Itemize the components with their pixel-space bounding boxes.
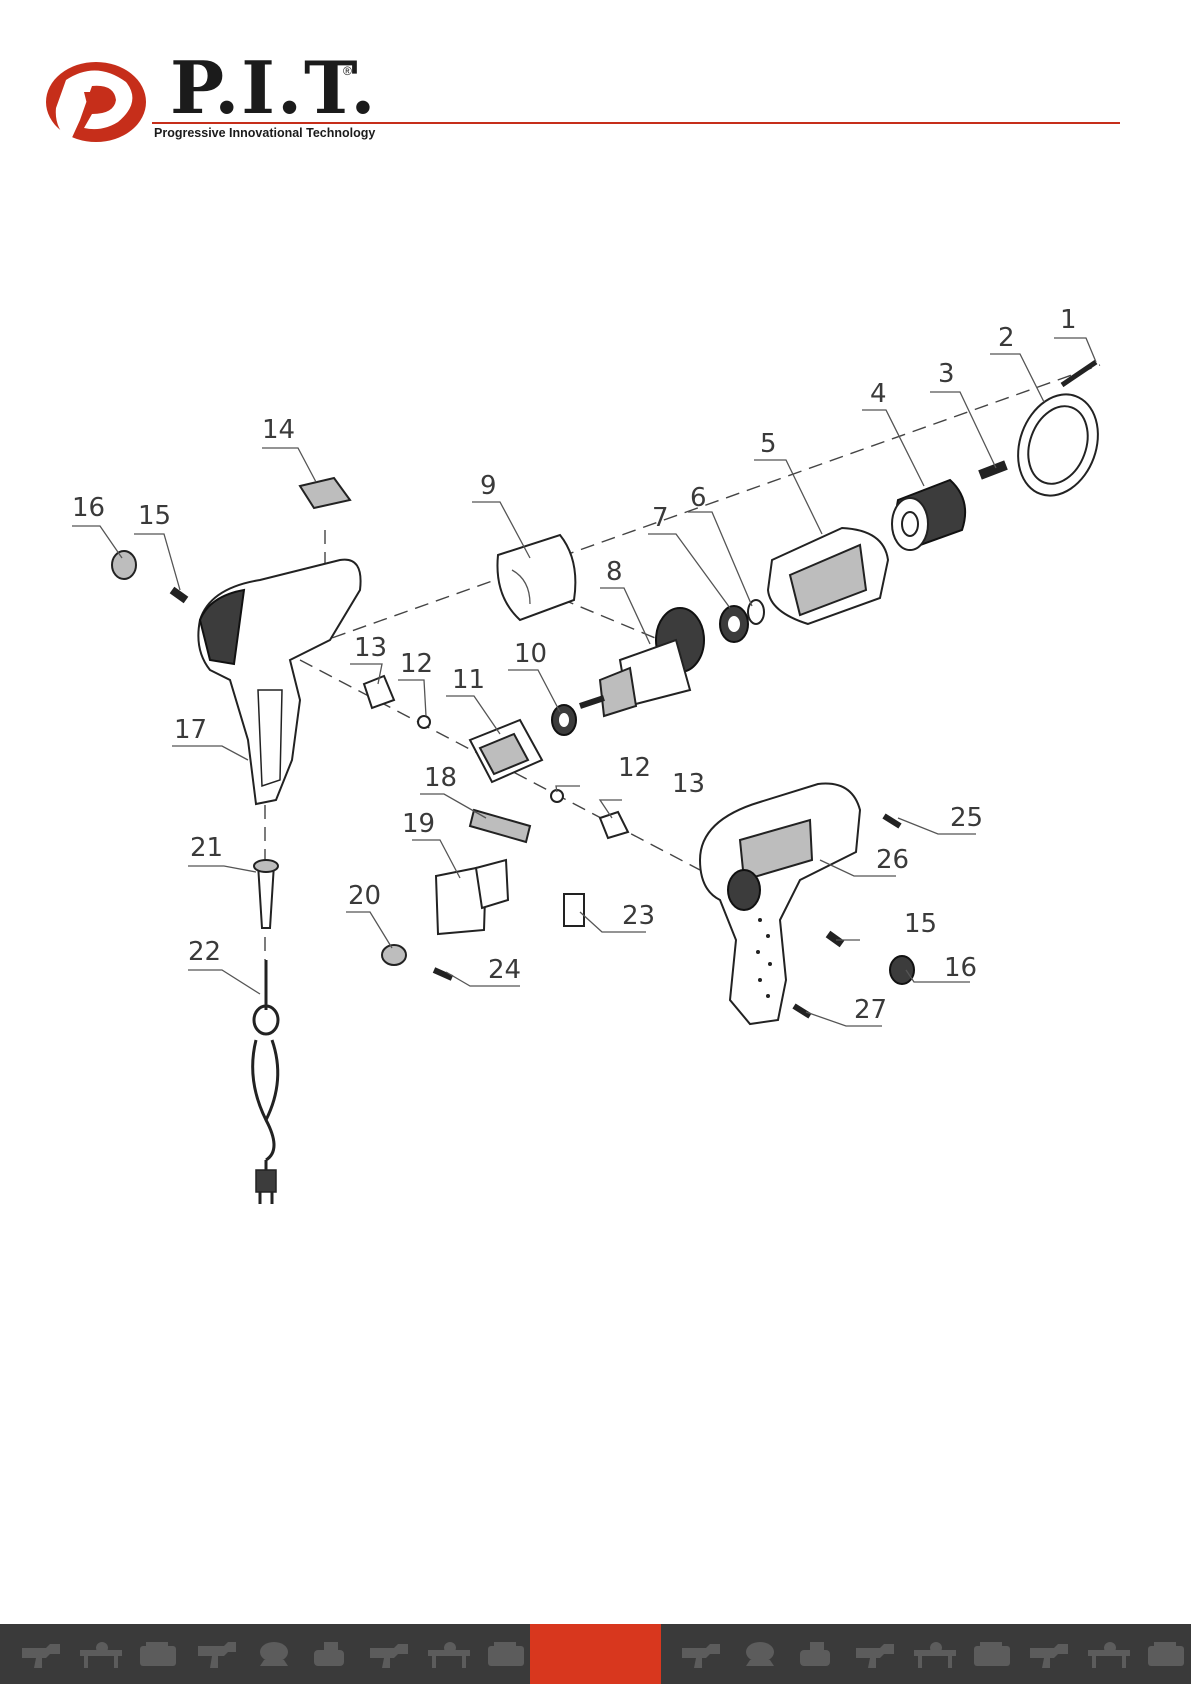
- part-2-front-ring: [1017, 393, 1099, 497]
- callout-10: 10: [514, 639, 547, 669]
- part-16-cap-left: [111, 550, 137, 580]
- callout-11: 11: [452, 665, 485, 695]
- pit-logo-icon: [46, 62, 146, 142]
- table-saw-icon: [912, 1638, 960, 1670]
- callout-8: 8: [606, 557, 623, 587]
- part-17-left-housing: [197, 558, 362, 806]
- part-25-screw: [882, 813, 902, 829]
- callout-15a: 15: [138, 501, 171, 531]
- drill-icon: [20, 1638, 68, 1670]
- part-24-screw: [432, 967, 454, 981]
- part-27-screw: [792, 1003, 812, 1019]
- part-7-bearing: [719, 605, 749, 643]
- brand-name: P.I.T.: [170, 45, 378, 130]
- part-13-carbon-brush-upper: [362, 674, 396, 710]
- part-1-screw: [1060, 359, 1098, 388]
- hammer-drill-icon: [194, 1638, 242, 1670]
- table-saw-icon: [78, 1638, 126, 1670]
- generator-icon: [970, 1638, 1018, 1670]
- callout-6: 6: [690, 483, 707, 513]
- part-15-screw-left: [169, 586, 189, 604]
- callout-7: 7: [652, 503, 669, 533]
- header-divider: [152, 122, 1120, 124]
- callout-18: 18: [424, 763, 457, 793]
- assembly-axis-main: [269, 364, 1101, 661]
- callout-9: 9: [480, 471, 497, 501]
- concrete-mixer-icon: [252, 1638, 300, 1670]
- part-5-gearbox-housing: [766, 526, 890, 626]
- part-19-switch: [434, 858, 510, 936]
- generator-icon: [136, 1638, 184, 1670]
- callout-12b: 12: [618, 753, 651, 783]
- callout-21: 21: [190, 833, 223, 863]
- callout-3: 3: [938, 359, 955, 389]
- callout-27: 27: [854, 995, 887, 1025]
- table-saw-icon: [426, 1638, 474, 1670]
- callout-13a: 13: [354, 633, 387, 663]
- callout-1: 1: [1060, 305, 1077, 335]
- callout-2: 2: [998, 323, 1015, 353]
- part-16-cap-right: [889, 955, 915, 985]
- part-15-screw-right: [825, 930, 845, 948]
- part-4-keyless-chuck: [891, 478, 966, 551]
- compressor-icon: [796, 1638, 844, 1670]
- part-21-cord-sleeve: [253, 859, 279, 929]
- part-13-carbon-brush-lower: [598, 810, 630, 840]
- part-22-power-cord: [251, 960, 280, 1204]
- brand-tagline: Progressive Innovational Technology: [154, 126, 376, 140]
- part-26-right-housing: [698, 782, 862, 1026]
- drill-icon: [854, 1638, 902, 1670]
- footer-accent-block: [530, 1624, 661, 1684]
- callout-4: 4: [870, 379, 887, 409]
- callout-12a: 12: [400, 649, 433, 679]
- callout-16b: 16: [944, 953, 977, 983]
- callout-14: 14: [262, 415, 295, 445]
- callout-5: 5: [760, 429, 777, 459]
- part-20-cord-clamp: [381, 944, 407, 966]
- part-18-brush-plate: [468, 808, 532, 844]
- callout-23: 23: [622, 901, 655, 931]
- generator-icon: [1144, 1638, 1191, 1670]
- part-11-brush-holder: [468, 718, 544, 784]
- callout-leaders: [72, 337, 1097, 1027]
- callout-22: 22: [188, 937, 221, 967]
- compressor-icon: [310, 1638, 358, 1670]
- part-12-spring-upper: [417, 715, 431, 729]
- part-3-spindle-screw: [978, 460, 1008, 480]
- page-header: P.I.T. ® Progressive Innovational Techno…: [0, 0, 1191, 160]
- callout-17: 17: [174, 715, 207, 745]
- callout-25: 25: [950, 803, 983, 833]
- drill-icon: [1028, 1638, 1076, 1670]
- callout-20: 20: [348, 881, 381, 911]
- registered-mark: ®: [343, 64, 352, 78]
- page-footer: [0, 1624, 1191, 1684]
- callout-19: 19: [402, 809, 435, 839]
- generator-icon: [484, 1638, 532, 1670]
- part-10-bearing: [551, 704, 577, 736]
- drill-icon: [368, 1638, 416, 1670]
- drill-icon: [680, 1638, 728, 1670]
- part-14-switch-button: [298, 476, 352, 510]
- callout-15b: 15: [904, 909, 937, 939]
- table-saw-icon: [1086, 1638, 1134, 1670]
- callout-26: 26: [876, 845, 909, 875]
- callout-13b: 13: [672, 769, 705, 799]
- concrete-mixer-icon: [738, 1638, 786, 1670]
- part-23-brush: [563, 893, 585, 927]
- callout-16a: 16: [72, 493, 105, 523]
- part-8-armature: [579, 607, 705, 718]
- callout-24: 24: [488, 955, 521, 985]
- part-9-stator: [496, 533, 577, 622]
